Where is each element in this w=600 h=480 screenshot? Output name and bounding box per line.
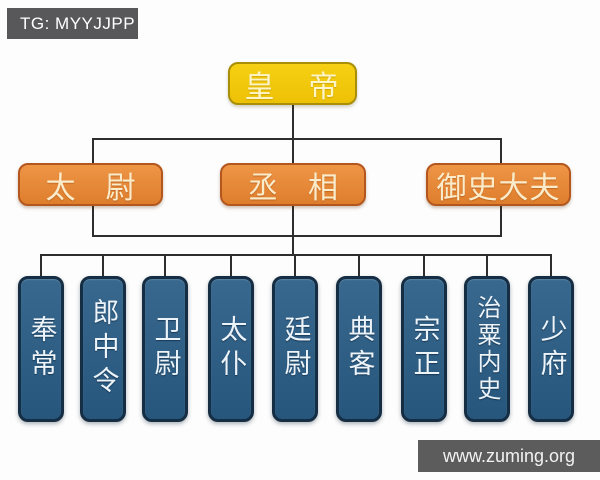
connector-drop-weiwei xyxy=(164,254,166,277)
connector-drop-shaofu xyxy=(550,254,552,277)
node-taiwei: 太 尉 xyxy=(18,163,163,206)
node-tingwei: 廷尉 xyxy=(272,276,318,422)
node-chengxiang: 丞 相 xyxy=(220,163,366,206)
node-yushidafu: 御史大夫 xyxy=(426,163,571,206)
node-dianke: 典客 xyxy=(336,276,382,422)
node-zongzheng-label: 宗正 xyxy=(408,315,440,383)
connector-level2-rail xyxy=(92,138,502,140)
connector-drop-taipu xyxy=(230,254,232,277)
connector-taiwei-drop xyxy=(92,138,94,164)
node-shaofu: 少府 xyxy=(528,276,574,422)
node-dianke-label: 典客 xyxy=(343,315,375,383)
node-langzhongling: 郎中令 xyxy=(80,276,126,422)
node-tingwei-label: 廷尉 xyxy=(279,315,311,383)
connector-drop-tingwei xyxy=(294,254,296,277)
connector-drop-zongzheng xyxy=(423,254,425,277)
node-weiwei-label: 卫尉 xyxy=(149,315,181,383)
connector-emperor-down xyxy=(292,105,294,164)
node-langzhongling-label: 郎中令 xyxy=(87,298,119,400)
node-taipu: 太仆 xyxy=(208,276,254,422)
node-fengchang: 奉常 xyxy=(18,276,64,422)
connector-mid-rail xyxy=(92,235,502,237)
node-emperor: 皇 帝 xyxy=(228,62,357,105)
node-weiwei: 卫尉 xyxy=(142,276,188,422)
node-taipu-label: 太仆 xyxy=(215,315,247,383)
node-zhisuneishi: 治粟内史 xyxy=(464,276,510,422)
node-zhisuneishi-label: 治粟内史 xyxy=(473,295,501,403)
connector-drop-fengchang xyxy=(40,254,42,277)
website-watermark-badge: www.zuming.org xyxy=(418,440,600,472)
connector-level3-rail xyxy=(40,254,552,256)
connector-taiwei-down xyxy=(92,205,94,237)
connector-drop-zhisuneishi xyxy=(486,254,488,277)
connector-chengxiang-down xyxy=(292,206,294,256)
node-zongzheng: 宗正 xyxy=(401,276,447,422)
connector-drop-langzhongling xyxy=(102,254,104,277)
connector-yushidafu-drop xyxy=(500,138,502,164)
connector-yushidafu-down xyxy=(500,205,502,237)
connector-drop-dianke xyxy=(358,254,360,277)
telegram-watermark-badge: TG: MYYJJPP xyxy=(7,8,138,39)
node-fengchang-label: 奉常 xyxy=(25,315,57,383)
node-shaofu-label: 少府 xyxy=(535,315,567,383)
